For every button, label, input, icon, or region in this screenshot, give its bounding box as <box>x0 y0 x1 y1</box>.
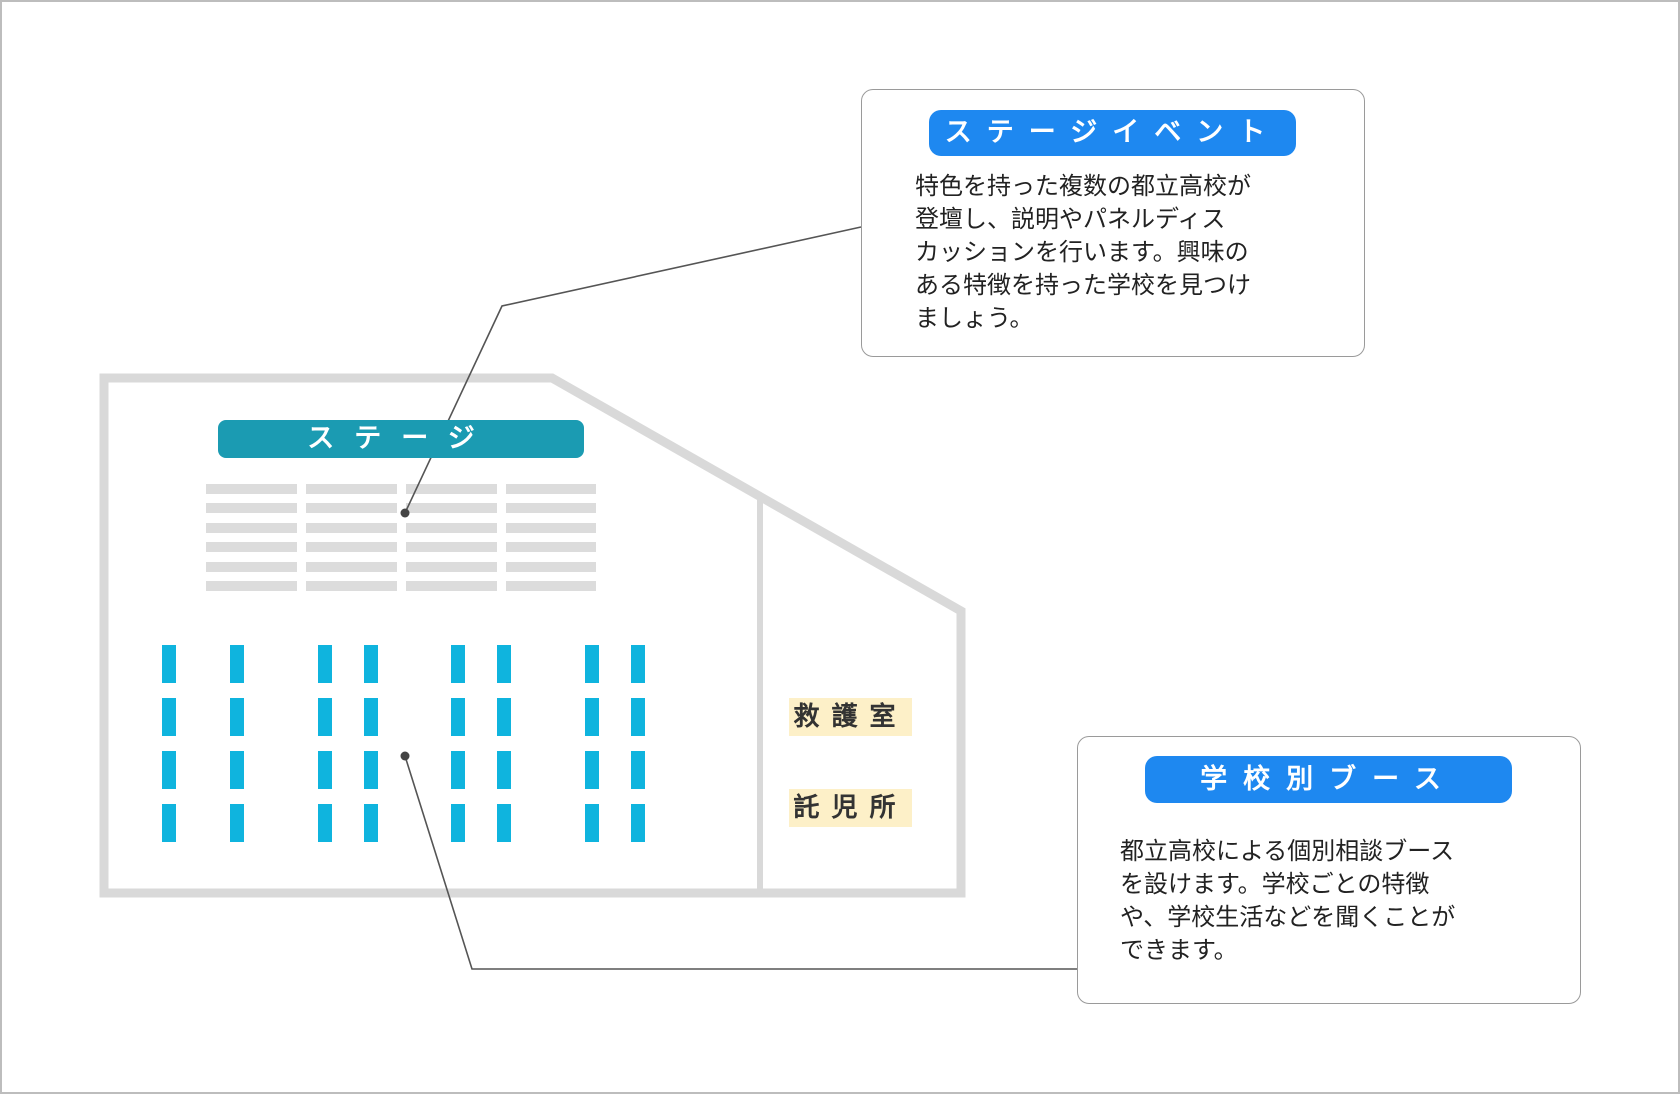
seat-row <box>206 542 297 552</box>
seat-row <box>206 581 297 591</box>
booth-marker <box>364 751 378 789</box>
school-booth-leader-dot <box>400 751 410 761</box>
booth-marker <box>451 751 465 789</box>
booth-marker <box>585 751 599 789</box>
booth-marker <box>631 751 645 789</box>
seat-row <box>406 542 497 552</box>
seat-row <box>506 581 596 591</box>
school-booth-leader-line <box>404 755 1077 970</box>
seat-row <box>306 562 397 572</box>
booth-marker <box>497 698 511 736</box>
booth-marker <box>497 645 511 683</box>
seat-row <box>406 484 497 494</box>
booth-marker <box>230 698 244 736</box>
booth-marker <box>162 698 176 736</box>
school-booth-title: 学校別ブース <box>1145 756 1512 803</box>
booth-marker <box>631 645 645 683</box>
booth-marker <box>631 804 645 842</box>
seat-row <box>306 484 397 494</box>
seat-row <box>406 562 497 572</box>
nursery-room-label: 託児所 <box>789 789 912 827</box>
school-booth-callout: 学校別ブース 都立高校による個別相談ブース を設けます。学校ごとの特徴 や、学校… <box>1077 736 1581 1004</box>
booth-marker <box>230 751 244 789</box>
seat-row <box>506 562 596 572</box>
booth-marker <box>364 698 378 736</box>
seat-row <box>306 542 397 552</box>
booth-marker <box>451 645 465 683</box>
booth-marker <box>451 804 465 842</box>
first-aid-room-label: 救護室 <box>789 698 912 736</box>
seat-row <box>506 523 596 533</box>
booth-marker <box>497 751 511 789</box>
booth-marker <box>230 804 244 842</box>
stage-event-title: ステージイベント <box>929 110 1296 156</box>
seat-row <box>506 484 596 494</box>
stage-event-callout: ステージイベント 特色を持った複数の都立高校が 登壇し、説明やパネルディス カッ… <box>861 89 1365 357</box>
booth-marker <box>631 698 645 736</box>
seat-row <box>506 542 596 552</box>
school-booth-description: 都立高校による個別相談ブース を設けます。学校ごとの特徴 や、学校生活などを聞く… <box>1120 837 1456 964</box>
school-booths <box>162 645 645 842</box>
seat-row <box>406 503 497 513</box>
seat-row <box>206 484 297 494</box>
seat-row <box>406 523 497 533</box>
seat-row <box>306 503 397 513</box>
seat-row <box>306 581 397 591</box>
booth-marker <box>162 645 176 683</box>
seat-row <box>206 562 297 572</box>
booth-marker <box>162 804 176 842</box>
booth-marker <box>230 645 244 683</box>
seat-row <box>506 503 596 513</box>
booth-marker <box>364 804 378 842</box>
stage-event-leader-dot <box>400 508 410 518</box>
booth-marker <box>585 698 599 736</box>
booth-marker <box>318 698 332 736</box>
booth-marker <box>318 751 332 789</box>
booth-marker <box>318 804 332 842</box>
stage-seating <box>206 484 596 591</box>
stage-label: ステージ <box>218 420 584 458</box>
seat-row <box>206 523 297 533</box>
stage-event-leader-line <box>404 226 862 514</box>
seat-row <box>306 523 397 533</box>
booth-marker <box>364 645 378 683</box>
booth-marker <box>162 751 176 789</box>
booth-marker <box>585 645 599 683</box>
booth-marker <box>497 804 511 842</box>
booth-marker <box>451 698 465 736</box>
booth-marker <box>585 804 599 842</box>
stage-event-description: 特色を持った複数の都立高校が 登壇し、説明やパネルディス カッションを行います。… <box>915 172 1251 332</box>
hall-outline <box>99 373 966 898</box>
seat-row <box>406 581 497 591</box>
booth-marker <box>318 645 332 683</box>
seat-row <box>206 503 297 513</box>
